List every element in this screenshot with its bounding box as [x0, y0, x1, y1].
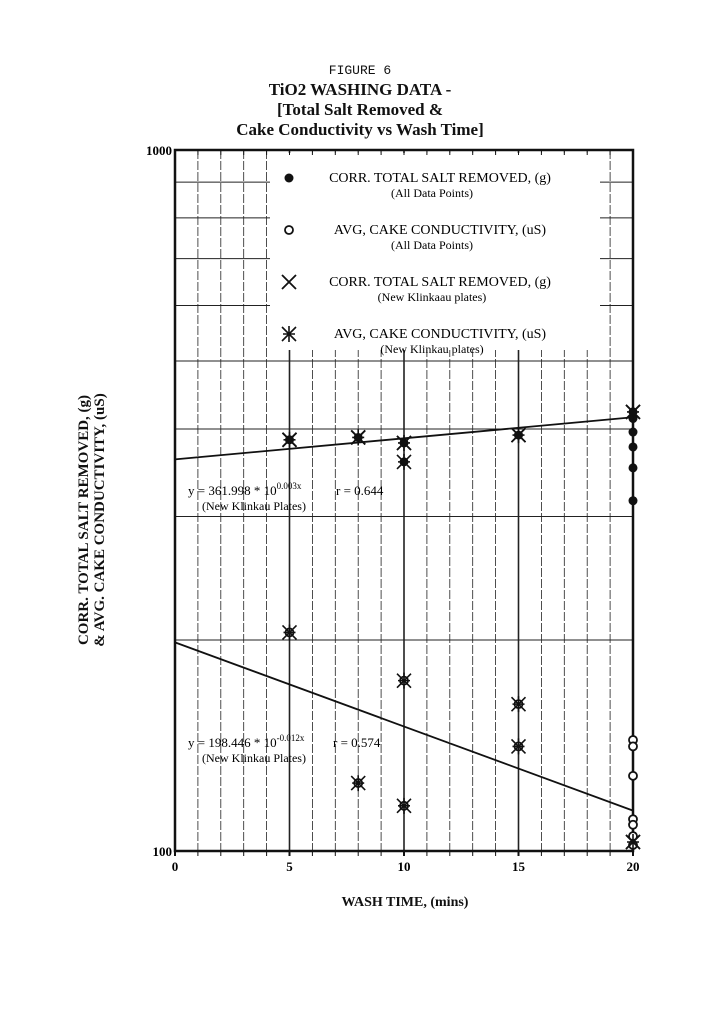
y-tick-label: 1000: [146, 143, 172, 158]
chart-title-line2: [Total Salt Removed &: [276, 100, 444, 119]
data-point-series-3: [350, 429, 366, 446]
data-point-series-3: [350, 775, 366, 792]
x-marker: [281, 274, 297, 290]
data-point-series-3: [281, 431, 298, 448]
filled-circle-marker: [628, 463, 638, 473]
asterisk-marker: [350, 429, 366, 446]
asterisk-marker: [350, 775, 366, 792]
legend-marker-3: [281, 326, 297, 342]
data-point-series-3: [510, 427, 527, 444]
open-circle-marker: [284, 225, 294, 235]
legend-sublabel-1: (All Data Points): [391, 238, 473, 252]
x-axis-label: WASH TIME, (mins): [341, 895, 469, 910]
fit-r-value-1: r = 0.574: [333, 735, 381, 750]
data-point-series-3: [396, 434, 412, 451]
chart-title-line1: TiO2 WASHING DATA -: [268, 80, 452, 99]
legend-sublabel-3: (New Klinkau plates): [380, 342, 483, 356]
fit-line-0: [174, 416, 634, 461]
fit-exponent-0: 0.003x: [277, 481, 302, 491]
x-tick-label: 15: [512, 859, 526, 874]
legend-label-1: AVG, CAKE CONDUCTIVITY, (uS): [334, 223, 547, 238]
y-tick-label: 100: [153, 844, 173, 859]
asterisk-marker: [625, 403, 641, 420]
data-point-series-3: [625, 403, 641, 420]
x-tick-label: 0: [172, 859, 179, 874]
fit-r-value-0: r = 0.644: [336, 483, 384, 498]
x-tick-label: 20: [627, 859, 640, 874]
filled-circle-marker: [628, 496, 638, 506]
filled-circle-marker: [284, 173, 294, 183]
asterisk-marker: [396, 434, 412, 451]
x-tick-label: 5: [286, 859, 293, 874]
legend-marker-2: [281, 274, 297, 290]
data-point-series-3: [396, 453, 412, 470]
data-point-series-1: [628, 770, 638, 781]
figure-label: FIGURE 6: [328, 63, 392, 78]
legend-label-2: CORR. TOTAL SALT REMOVED, (g): [329, 275, 551, 290]
open-circle-marker: [628, 819, 638, 830]
y-axis-label-line1: CORR. TOTAL SALT REMOVED, (g): [76, 394, 92, 646]
data-point-series-3: [510, 738, 527, 755]
data-point-series-0: [628, 442, 638, 452]
data-point-series-3: [510, 696, 527, 713]
data-point-series-0: [628, 463, 638, 473]
asterisk-marker: [510, 738, 527, 755]
asterisk-marker: [396, 797, 412, 814]
fit-note-0: (New Klinkau Plates): [202, 499, 306, 513]
filled-circle-marker: [628, 442, 638, 452]
legend-label-0: CORR. TOTAL SALT REMOVED, (g): [329, 171, 551, 186]
legend-sublabel-0: (All Data Points): [391, 186, 473, 200]
data-point-series-1: [628, 741, 638, 752]
legend-marker-1: [284, 225, 294, 235]
asterisk-marker: [281, 624, 298, 641]
data-point-series-3: [281, 624, 298, 641]
asterisk-marker: [625, 834, 641, 851]
asterisk-marker: [510, 696, 527, 713]
data-point-series-3: [396, 797, 412, 814]
asterisk-marker: [281, 326, 297, 342]
open-circle-marker: [628, 770, 638, 781]
chart-title-line3: Cake Conductivity vs Wash Time]: [236, 120, 484, 139]
open-circle-marker: [628, 741, 638, 752]
data-point-series-0: [628, 496, 638, 506]
asterisk-marker: [396, 453, 412, 470]
asterisk-marker: [396, 672, 412, 689]
data-point-series-3: [625, 834, 641, 851]
fit-exponent-1: -0.012x: [277, 733, 305, 743]
fit-note-1: (New Klinkau Plates): [202, 751, 306, 765]
fit-line-1: [174, 641, 634, 812]
data-point-series-3: [396, 672, 412, 689]
legend-background: [270, 153, 600, 350]
x-tick-label: 10: [398, 859, 411, 874]
data-point-series-0: [628, 427, 638, 437]
legend-marker-0: [284, 173, 294, 183]
fit-equation-0: y = 361.998 * 100.003x: [188, 481, 302, 498]
asterisk-marker: [510, 427, 527, 444]
data-point-series-1: [628, 819, 638, 830]
fit-equation-1: y = 198.446 * 10-0.012x: [188, 733, 305, 750]
legend-label-3: AVG, CAKE CONDUCTIVITY, (uS): [334, 327, 547, 342]
asterisk-marker: [281, 431, 298, 448]
filled-circle-marker: [628, 427, 638, 437]
y-axis-label-line2: & AVG. CAKE CONDUCTIVITY, (uS): [92, 393, 108, 647]
legend-sublabel-2: (New Klinkaau plates): [378, 290, 487, 304]
